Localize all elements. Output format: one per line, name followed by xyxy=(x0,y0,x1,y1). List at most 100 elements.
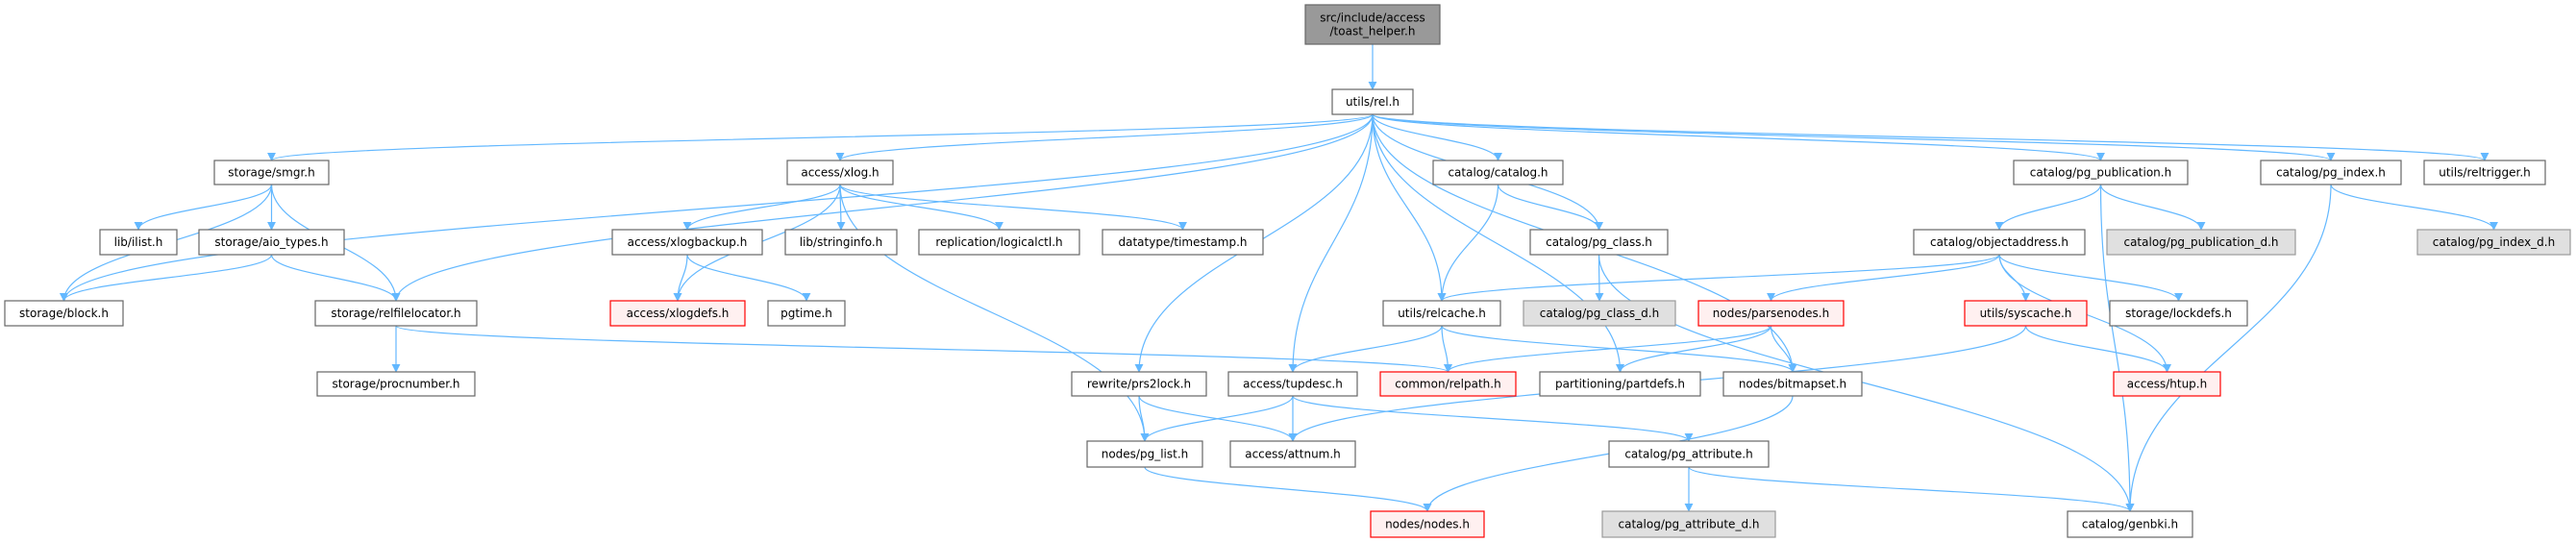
node-box xyxy=(1601,510,1776,538)
node-procnum[interactable]: storage/procnumber.h xyxy=(316,371,476,397)
edge-objaddr-to-parsenodes xyxy=(1767,254,2000,302)
node-logicalctl[interactable]: replication/logicalctl.h xyxy=(918,229,1080,256)
node-pgpub[interactable]: catalog/pg_publication.h xyxy=(2013,160,2189,185)
node-label: catalog/pg_class_d.h xyxy=(1540,307,1659,320)
node-label: access/xlogbackup.h xyxy=(628,235,748,249)
node-pgpubd[interactable]: catalog/pg_publication_d.h xyxy=(2106,229,2296,256)
node-label: lib/stringinfo.h xyxy=(800,235,883,249)
node-label: catalog/pg_attribute.h xyxy=(1624,448,1752,461)
node-block[interactable]: storage/block.h xyxy=(4,300,124,327)
node-stringinfo[interactable]: lib/stringinfo.h xyxy=(784,229,898,256)
node-xlogbackup[interactable]: access/xlogbackup.h xyxy=(611,229,763,256)
node-box xyxy=(2109,300,2248,327)
node-box xyxy=(1086,440,1203,468)
node-bitmapset[interactable]: nodes/bitmapset.h xyxy=(1722,371,1863,397)
node-parsenodes[interactable]: nodes/parsenodes.h xyxy=(1697,300,1845,327)
node-label: pgtime.h xyxy=(780,307,832,320)
node-pgtime[interactable]: pgtime.h xyxy=(767,300,846,327)
node-label: storage/lockdefs.h xyxy=(2125,307,2232,320)
node-htup[interactable]: access/htup.h xyxy=(2113,371,2221,397)
node-timestamp[interactable]: datatype/timestamp.h xyxy=(1102,229,1264,256)
node-box xyxy=(2260,160,2402,185)
node-box xyxy=(1071,371,1207,397)
node-label: catalog/genbki.h xyxy=(2082,518,2178,531)
node-pgattr[interactable]: catalog/pg_attribute.h xyxy=(1608,440,1770,468)
node-rel[interactable]: utils/rel.h xyxy=(1331,88,1414,115)
node-objaddr[interactable]: catalog/objectaddress.h xyxy=(1913,229,2086,256)
edge-smgr-to-ilist xyxy=(134,184,273,231)
node-label: catalog/pg_class.h xyxy=(1546,235,1652,249)
node-ilist[interactable]: lib/ilist.h xyxy=(99,229,178,256)
edge-rel-to-partdefs xyxy=(1372,113,1624,373)
node-label: catalog/pg_index.h xyxy=(2276,166,2386,180)
edge-rel-to-xlog xyxy=(835,113,1374,161)
node-label: access/tupdesc.h xyxy=(1243,378,1343,391)
node-box xyxy=(918,229,1080,256)
edge-rel-to-catalog xyxy=(1372,113,1502,161)
edge-objaddr-to-relcache xyxy=(1437,254,2000,302)
node-box xyxy=(784,229,898,256)
edge-rel-to-tupdesc xyxy=(1288,113,1374,373)
node-box xyxy=(1539,371,1701,397)
node-pgclassd[interactable]: catalog/pg_class_d.h xyxy=(1523,300,1676,327)
node-partdefs[interactable]: partitioning/partdefs.h xyxy=(1539,371,1701,397)
edge-relcache-to-bitmapset xyxy=(1441,325,1797,373)
edge-rel-to-block xyxy=(60,113,1374,302)
edge-rfl-to-relpath xyxy=(395,325,1452,373)
node-label: utils/relcache.h xyxy=(1398,307,1486,320)
node-box xyxy=(2106,229,2296,256)
edge-pgpub-to-genbki xyxy=(2099,184,2135,512)
node-catalog[interactable]: catalog/catalog.h xyxy=(1432,160,1564,185)
edge-xlog-to-pglist xyxy=(839,184,1150,442)
edge-parsenodes-to-bitmapset xyxy=(1770,325,1797,373)
node-smgr[interactable]: storage/smgr.h xyxy=(213,160,330,185)
node-box xyxy=(1432,160,1564,185)
node-xlog[interactable]: access/xlog.h xyxy=(786,160,894,185)
edge-rel-to-smgr xyxy=(267,113,1374,161)
edge-rel-to-relcache xyxy=(1372,113,1447,302)
node-aio[interactable]: storage/aio_types.h xyxy=(198,229,345,256)
node-label: partitioning/partdefs.h xyxy=(1555,378,1685,391)
edge-xlog-to-logicalctl xyxy=(839,184,1003,231)
node-label: catalog/pg_index_d.h xyxy=(2433,235,2555,249)
node-rfl[interactable]: storage/relfilelocator.h xyxy=(314,300,478,327)
node-box xyxy=(198,229,345,256)
node-pgindexd[interactable]: catalog/pg_index_d.h xyxy=(2416,229,2571,256)
node-lockdefs[interactable]: storage/lockdefs.h xyxy=(2109,300,2248,327)
node-box xyxy=(611,229,763,256)
node-box xyxy=(1379,371,1517,397)
node-pgattrd[interactable]: catalog/pg_attribute_d.h xyxy=(1601,510,1776,538)
node-relcache[interactable]: utils/relcache.h xyxy=(1382,300,1501,327)
node-syscache[interactable]: utils/syscache.h xyxy=(1964,300,2088,327)
node-xlogdefs[interactable]: access/xlogdefs.h xyxy=(609,300,746,327)
edge-rel-to-pgindex xyxy=(1372,113,2336,161)
node-box xyxy=(1227,371,1358,397)
node-label: utils/syscache.h xyxy=(1980,307,2072,320)
edge-relcache-to-relpath xyxy=(1441,325,1452,373)
node-reltrigger[interactable]: utils/reltrigger.h xyxy=(2423,160,2546,185)
node-label: catalog/catalog.h xyxy=(1448,166,1548,180)
edge-pgclass-to-genbki xyxy=(1598,254,2135,512)
node-box xyxy=(1608,440,1770,468)
node-prs2lock[interactable]: rewrite/prs2lock.h xyxy=(1071,371,1207,397)
edge-pgindex-to-genbki xyxy=(2125,184,2332,512)
node-label: nodes/pg_list.h xyxy=(1102,448,1189,461)
node-tupdesc[interactable]: access/tupdesc.h xyxy=(1227,371,1358,397)
node-box xyxy=(1964,300,2088,327)
node-box xyxy=(1102,229,1264,256)
node-nodes[interactable]: nodes/nodes.h xyxy=(1370,510,1485,538)
node-genbki[interactable]: catalog/genbki.h xyxy=(2067,510,2193,538)
node-box xyxy=(2013,160,2189,185)
node-pglist[interactable]: nodes/pg_list.h xyxy=(1086,440,1203,468)
node-pgindex[interactable]: catalog/pg_index.h xyxy=(2260,160,2402,185)
edge-parsenodes-to-relpath xyxy=(1444,325,1772,373)
node-relpath[interactable]: common/relpath.h xyxy=(1379,371,1517,397)
node-label: rewrite/prs2lock.h xyxy=(1087,378,1191,391)
node-box xyxy=(1529,229,1669,256)
node-label: access/xlog.h xyxy=(801,166,879,180)
node-label: access/attnum.h xyxy=(1245,448,1341,461)
node-label: storage/relfilelocator.h xyxy=(331,307,460,320)
node-pgclass[interactable]: catalog/pg_class.h xyxy=(1529,229,1669,256)
node-attnum[interactable]: access/attnum.h xyxy=(1229,440,1356,468)
